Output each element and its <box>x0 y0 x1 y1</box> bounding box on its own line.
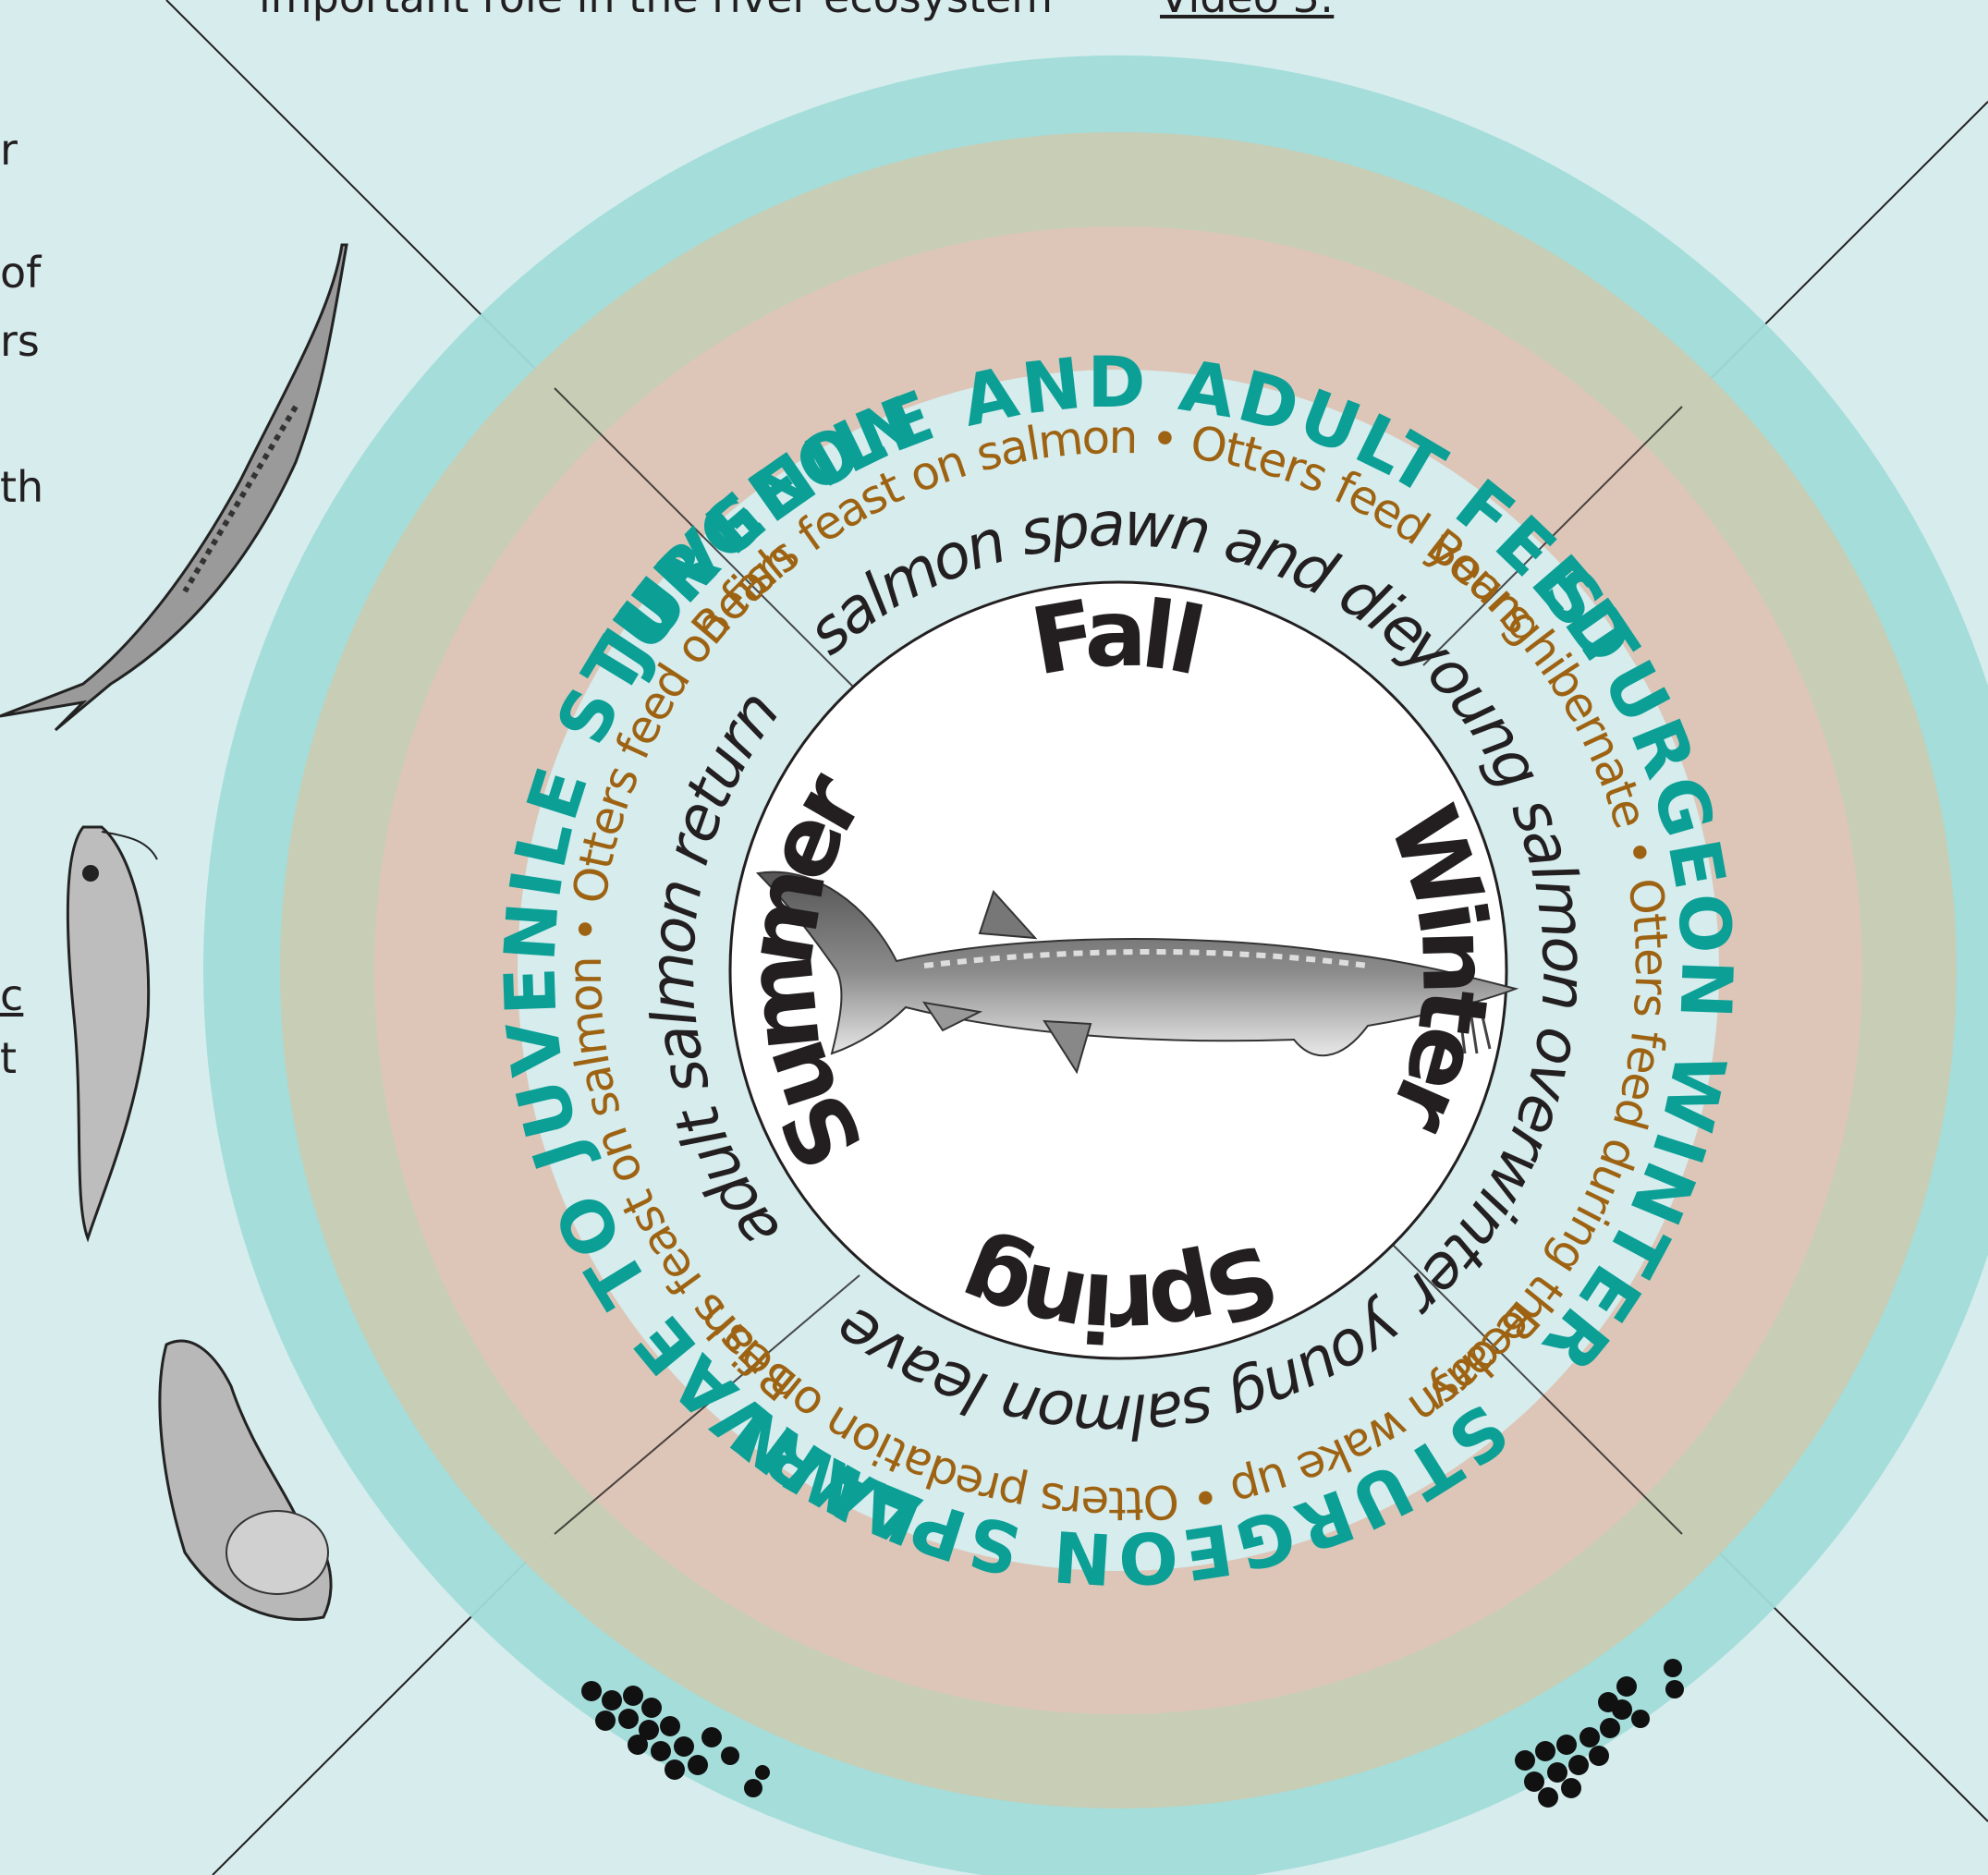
svg-text:Fall: Fall <box>1024 579 1214 697</box>
sturgeon-larva-illustration <box>67 827 157 1238</box>
season-fall: Fall <box>1024 579 1214 697</box>
